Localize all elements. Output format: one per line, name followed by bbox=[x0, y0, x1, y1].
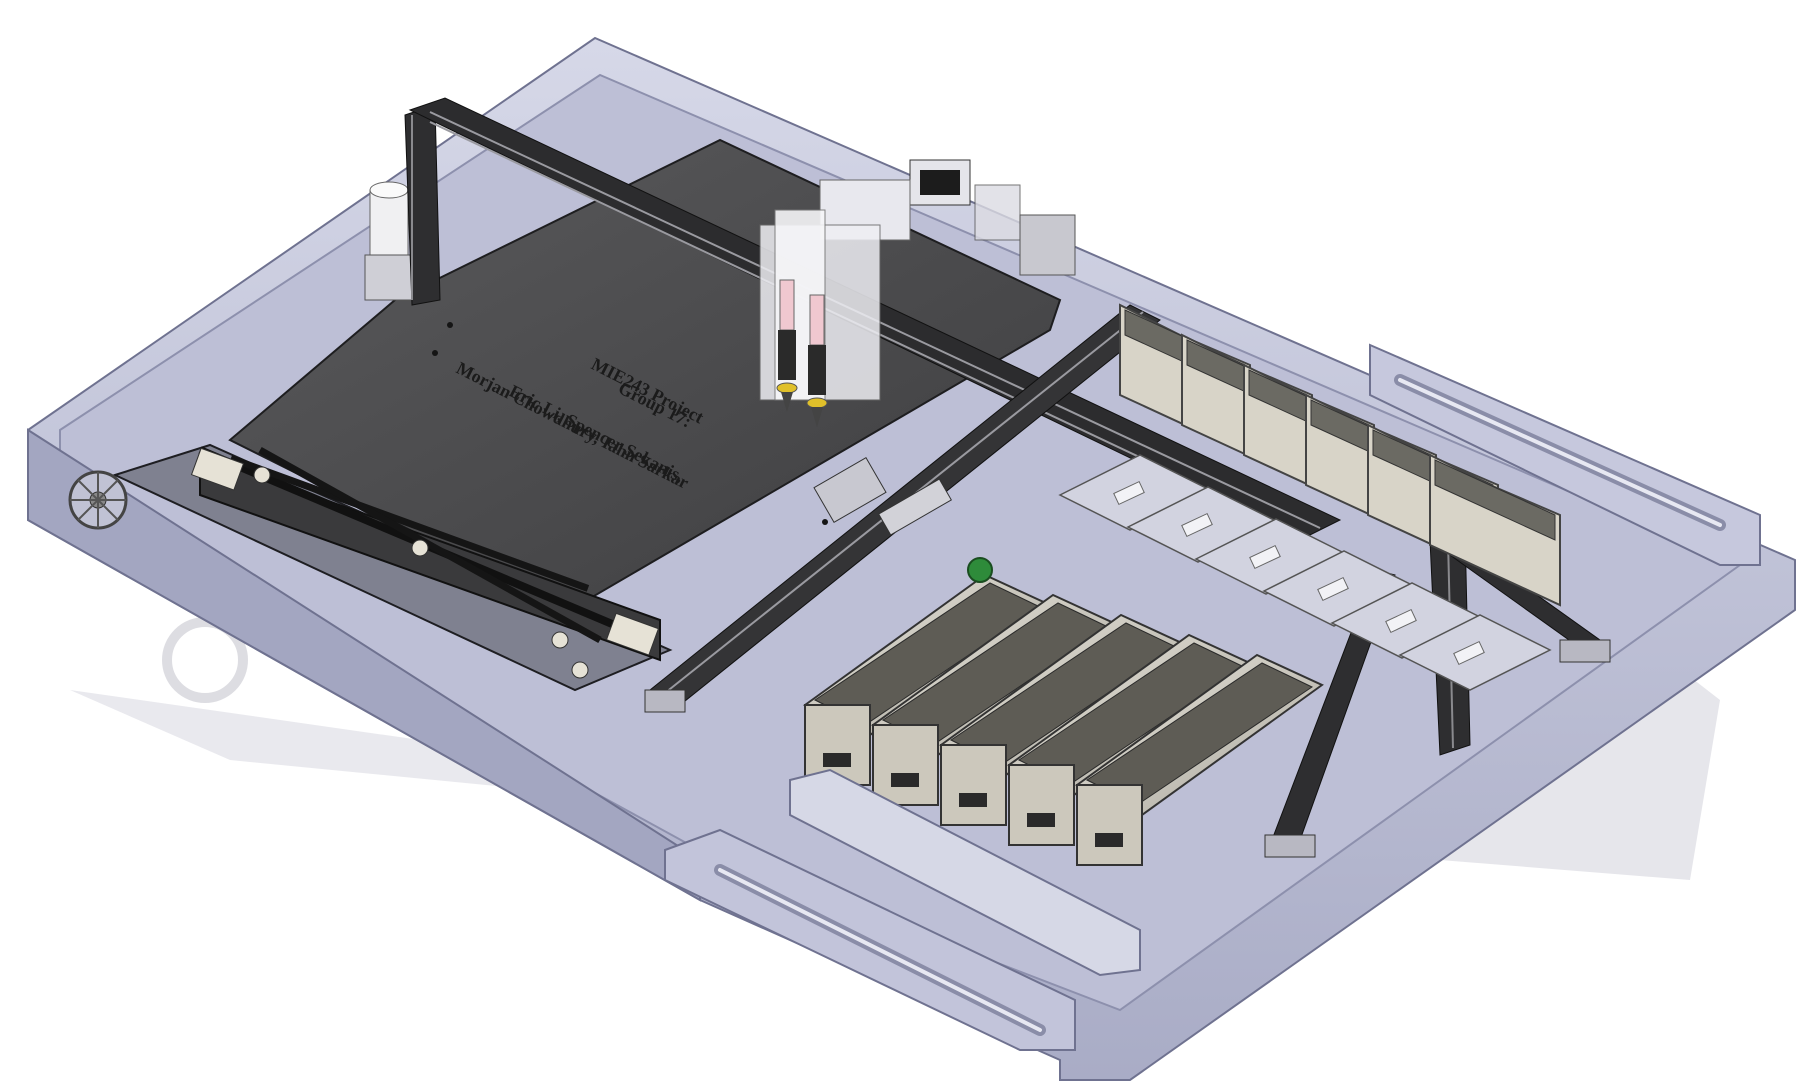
front-bin-row bbox=[803, 573, 1324, 866]
nozzle-left bbox=[776, 279, 798, 412]
front-scoop bbox=[789, 768, 1141, 977]
middle-slot-row bbox=[1058, 454, 1552, 691]
front-bin bbox=[803, 573, 1052, 786]
left-motor bbox=[364, 181, 414, 301]
rear-bin bbox=[1429, 453, 1561, 607]
scissor-lift bbox=[68, 443, 673, 692]
rear-motor-assembly bbox=[909, 159, 1076, 276]
front-bin bbox=[1075, 653, 1324, 866]
rear-bin-row bbox=[1119, 303, 1561, 607]
front-bin bbox=[871, 593, 1120, 806]
sensor-icon bbox=[967, 557, 993, 583]
nozzle-right bbox=[806, 294, 828, 427]
middle-slot bbox=[1398, 614, 1552, 691]
print-head bbox=[759, 179, 911, 427]
